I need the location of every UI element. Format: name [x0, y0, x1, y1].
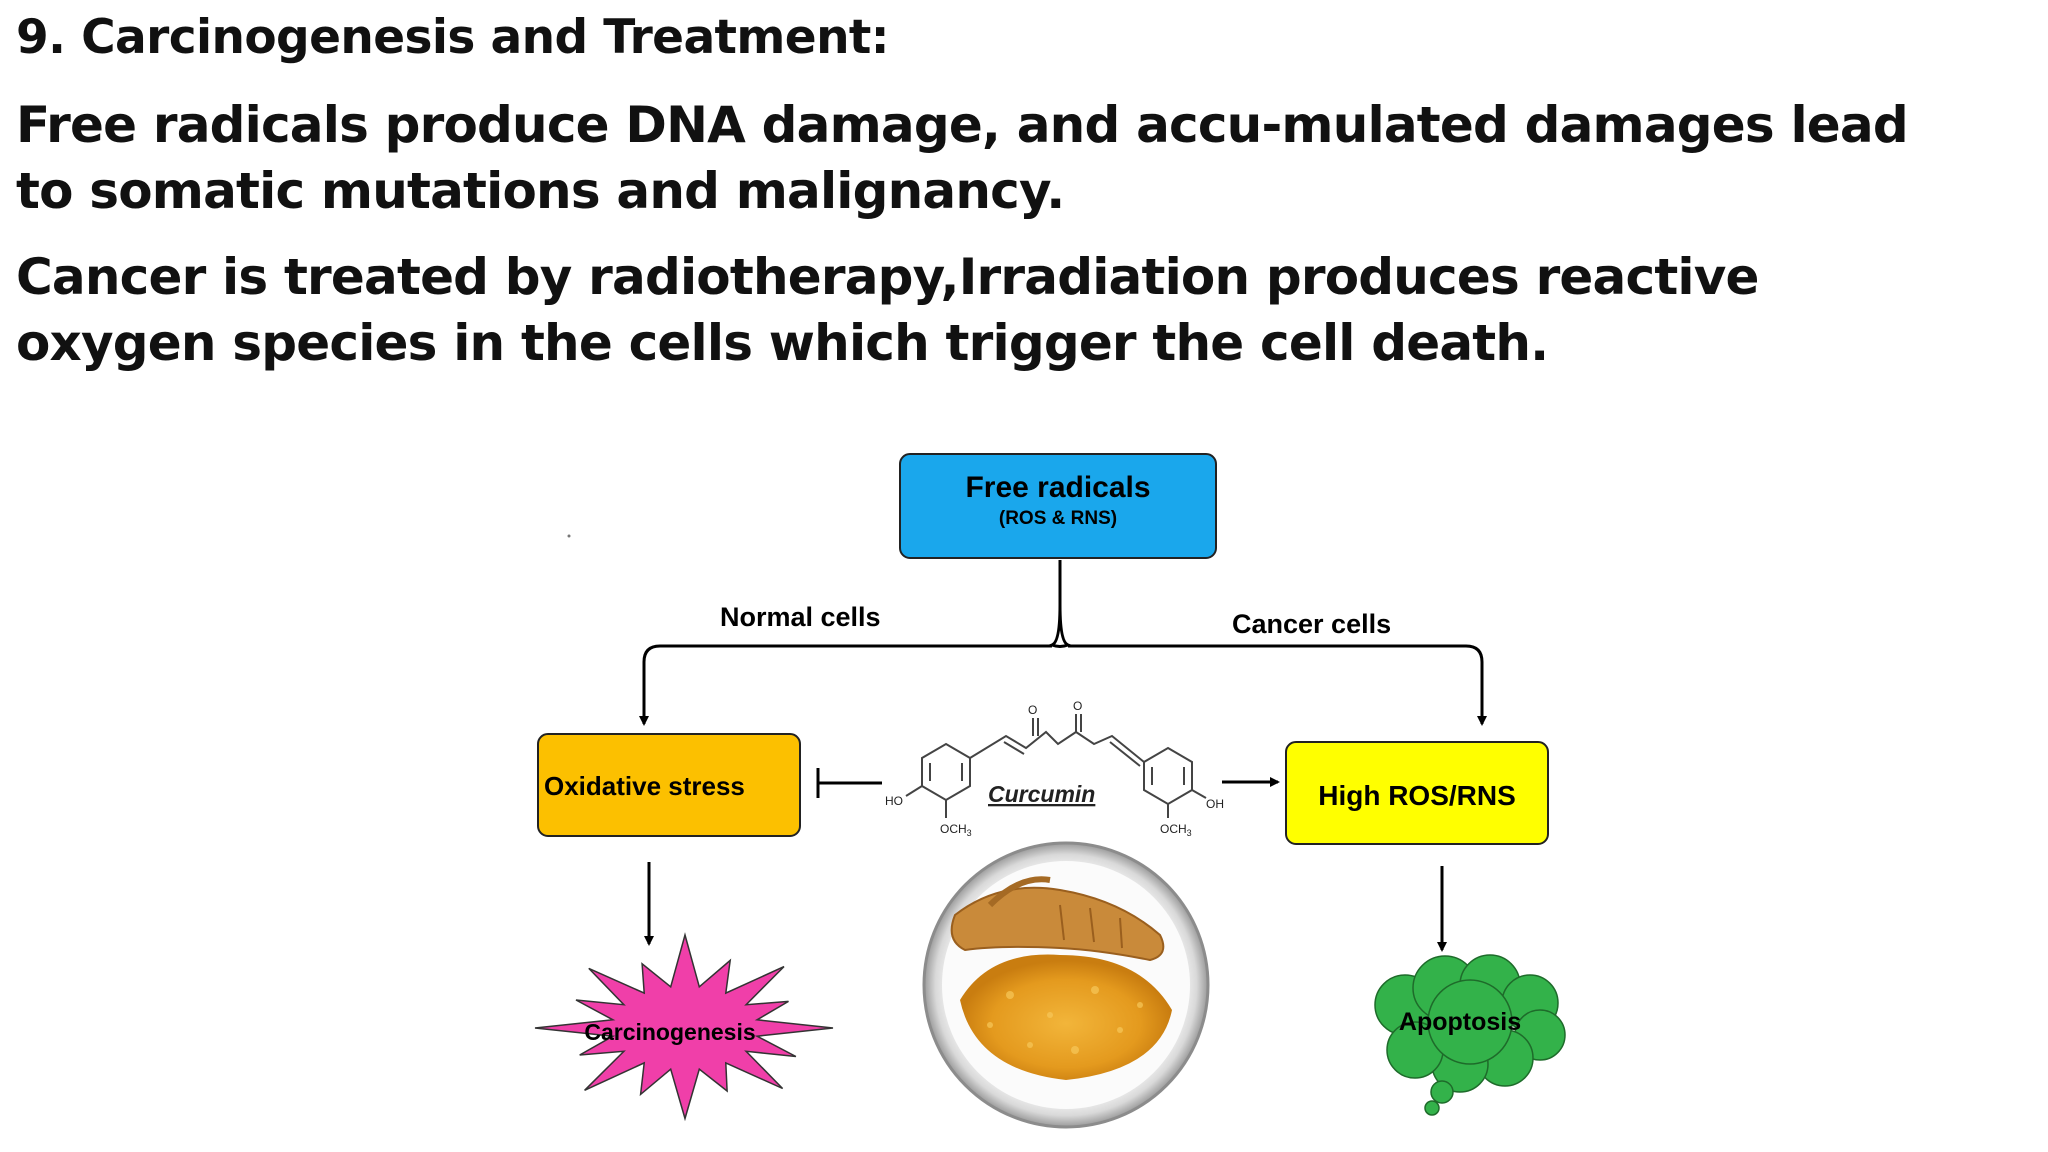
turmeric-powder [960, 954, 1172, 1080]
cancer-cells-label: Cancer cells [1232, 609, 1391, 639]
chem-och-text: OCH [1160, 822, 1187, 836]
oxidative-stress-node: Oxidative stress [537, 733, 801, 837]
turmeric-root-icon [950, 876, 1165, 962]
paragraph-dna-damage: Free radicals produce DNA damage, and ac… [16, 92, 1909, 224]
chem-och3-right: OCH3 [1160, 822, 1192, 838]
carcinogenesis-node: Carcinogenesis [534, 932, 834, 1122]
normal-cells-label: Normal cells [720, 602, 881, 632]
powder-texture [987, 986, 1143, 1054]
chem-oh: OH [1206, 797, 1224, 811]
curcumin-label: Curcumin [988, 781, 1095, 807]
carcinogenesis-label: Carcinogenesis [584, 1019, 755, 1045]
inhibition-connector [816, 768, 882, 798]
branch-connector [639, 560, 1487, 726]
free-radicals-box [899, 453, 1217, 559]
free-radicals-subtitle: (ROS & RNS) [999, 508, 1117, 529]
chem-ho: HO [885, 794, 903, 808]
chem-och-text: OCH [940, 822, 967, 836]
paragraph-line: Cancer is treated by radiotherapy,Irradi… [16, 248, 1759, 306]
chem-och3-left: OCH3 [940, 822, 972, 838]
chem-oxygen-right: O [1073, 699, 1082, 713]
slide-title: 9. Carcinogenesis and Treatment: [16, 10, 890, 65]
oxidative-stress-box [537, 733, 801, 837]
chem-subscript: 3 [967, 828, 972, 838]
high-ros-node: High ROS/RNS [1285, 741, 1549, 845]
stray-dot [567, 534, 571, 538]
paragraph-line: oxygen species in the cells which trigge… [16, 314, 1549, 372]
high-ros-box [1285, 741, 1549, 845]
chem-subscript: 3 [1187, 828, 1192, 838]
apoptosis-label: Apoptosis [1399, 1008, 1521, 1036]
free-radicals-node: Free radicals (ROS & RNS) [899, 453, 1217, 559]
turmeric-image [922, 841, 1210, 1129]
paragraph-radiotherapy: Cancer is treated by radiotherapy,Irradi… [16, 244, 1759, 376]
paragraph-line: to somatic mutations and malignancy. [16, 162, 1065, 220]
apoptosis-node: Apoptosis [1374, 954, 1566, 1116]
paragraph-line: Free radicals produce DNA damage, and ac… [16, 96, 1909, 154]
free-radicals-title: Free radicals [965, 471, 1150, 504]
curcumin-structure [905, 714, 1207, 818]
oxidative-stress-label: Oxidative stress [544, 771, 745, 801]
apoptosis-cloud [1374, 954, 1566, 1116]
high-ros-label: High ROS/RNS [1318, 780, 1516, 811]
carcinogenesis-starburst [534, 932, 834, 1122]
chem-oxygen-left: O [1028, 703, 1037, 717]
